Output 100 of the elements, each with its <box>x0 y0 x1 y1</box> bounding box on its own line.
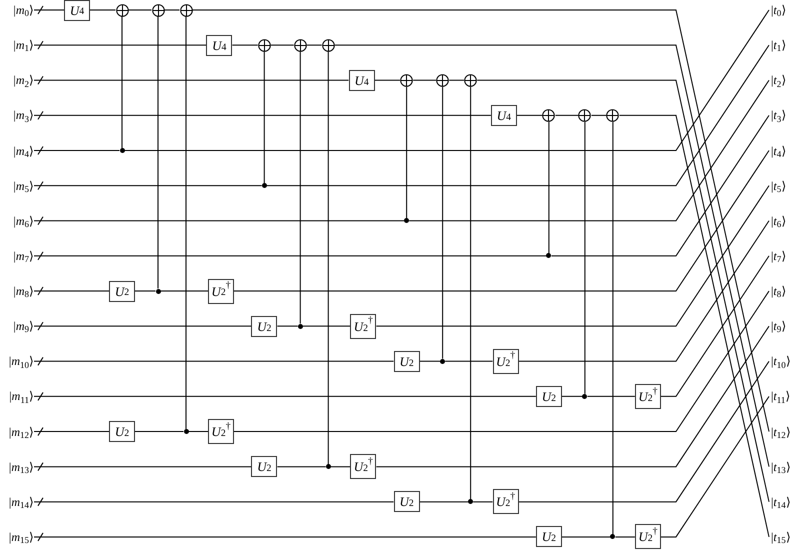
qubit-wire <box>334 44 770 468</box>
qubit-wire <box>34 255 547 256</box>
qubit-wire <box>234 290 770 432</box>
qubit-wire <box>34 360 394 362</box>
cnot-target <box>464 74 478 87</box>
ket-label: |m$_{12}$⟩ <box>0 422 34 441</box>
cnot-target <box>578 108 592 122</box>
ket-label: |m$_{0}$⟩ <box>0 1 34 19</box>
qubit-wire <box>561 536 611 538</box>
qubit-wire <box>124 10 770 152</box>
cnot-target <box>322 38 335 52</box>
cnot-target <box>542 108 556 122</box>
control-line <box>470 86 472 500</box>
qubit-wire <box>614 536 636 538</box>
control-line <box>328 51 329 465</box>
control-line <box>406 86 408 219</box>
ket-label: |t$_{10}$⟩ <box>771 352 809 370</box>
ket-label: |m$_{3}$⟩ <box>0 106 34 124</box>
qubit-wire <box>34 185 262 186</box>
ket-label: |t$_{11}$⟩ <box>771 387 809 406</box>
qubit-wire <box>472 501 494 502</box>
qubit-wire <box>34 466 252 468</box>
qubit-wire <box>518 220 770 362</box>
qubit-wire <box>234 150 770 292</box>
qubit-wire <box>516 114 543 116</box>
qubit-wire <box>34 114 492 116</box>
qubit-wire <box>419 501 469 502</box>
qubit-wire <box>554 114 579 116</box>
ket-label: |t$_{9}$⟩ <box>771 317 809 336</box>
qubit-wire <box>34 44 207 46</box>
qubit-wire <box>34 326 252 327</box>
qubit-wire <box>34 150 120 152</box>
ket-label: |m$_{9}$⟩ <box>0 317 34 336</box>
qubit-wire <box>408 80 770 222</box>
cnot-target <box>294 38 307 52</box>
qubit-wire <box>34 220 405 222</box>
ket-label: |m$_{1}$⟩ <box>0 36 34 54</box>
ket-label: |m$_{14}$⟩ <box>0 492 34 511</box>
control-line <box>584 121 586 394</box>
cnot-target <box>116 4 128 16</box>
cnot-target <box>258 38 271 52</box>
qubit-wire <box>476 80 770 502</box>
cnot-target <box>436 74 450 87</box>
qubit-wire <box>419 360 441 362</box>
ket-label: |m$_{11}$⟩ <box>0 387 34 406</box>
cnot-target <box>180 4 192 16</box>
ket-label: |t$_{1}$⟩ <box>771 36 809 54</box>
qubit-wire <box>306 44 322 46</box>
ket-label: |m$_{2}$⟩ <box>0 71 34 90</box>
qubit-wire <box>330 466 351 468</box>
ket-label: |t$_{4}$⟩ <box>771 142 809 160</box>
qubit-wire <box>188 431 208 432</box>
qubit-wire <box>34 80 350 81</box>
control-line <box>612 121 614 535</box>
qubit-wire <box>232 44 258 46</box>
qubit-wire <box>276 326 298 327</box>
control-line <box>264 51 265 184</box>
qubit-wire <box>160 290 208 292</box>
ket-label: |m$_{15}$⟩ <box>0 528 34 546</box>
ket-label: |t$_{6}$⟩ <box>771 212 809 230</box>
ket-label: |t$_{14}$⟩ <box>771 492 809 511</box>
qubit-wire <box>34 501 394 502</box>
ket-label: |m$_{13}$⟩ <box>0 458 34 476</box>
ket-label: |t$_{5}$⟩ <box>771 176 809 195</box>
qubit-wire <box>586 396 636 397</box>
qubit-wire <box>192 10 770 432</box>
qubit-wire <box>34 431 110 432</box>
ket-label: |t$_{3}$⟩ <box>771 106 809 124</box>
ket-label: |t$_{12}$⟩ <box>771 422 809 441</box>
cnot-target <box>152 4 164 16</box>
cnot-target <box>606 108 620 122</box>
control-line <box>548 121 550 254</box>
qubit-wire <box>270 44 294 46</box>
qubit-wire <box>134 431 184 432</box>
qubit-wire <box>518 360 770 502</box>
ket-label: |m$_{4}$⟩ <box>0 142 34 160</box>
cnot-target <box>400 74 414 87</box>
qubit-wire <box>660 255 770 397</box>
qubit-wire <box>376 326 770 468</box>
ket-label: |m$_{8}$⟩ <box>0 282 34 300</box>
qubit-wire <box>266 44 770 186</box>
ket-label: |t$_{0}$⟩ <box>771 1 809 19</box>
qubit-wire <box>374 80 401 81</box>
qubit-wire <box>412 80 437 81</box>
control-line <box>300 51 301 324</box>
ket-label: |m$_{10}$⟩ <box>0 352 34 370</box>
control-line <box>442 86 444 360</box>
qubit-wire <box>34 290 110 292</box>
ket-label: |t$_{7}$⟩ <box>771 246 809 265</box>
qubit-wire <box>590 114 607 116</box>
ket-label: |m$_{5}$⟩ <box>0 176 34 195</box>
qubit-wire <box>134 290 156 292</box>
ket-label: |m$_{7}$⟩ <box>0 246 34 265</box>
ket-label: |t$_{8}$⟩ <box>771 282 809 300</box>
qubit-wire <box>448 80 465 81</box>
qubit-wire <box>34 396 536 397</box>
qubit-wire <box>302 326 351 327</box>
qubit-wire <box>561 396 583 397</box>
ket-label: |m$_{6}$⟩ <box>0 212 34 230</box>
qubit-wire <box>34 536 536 538</box>
